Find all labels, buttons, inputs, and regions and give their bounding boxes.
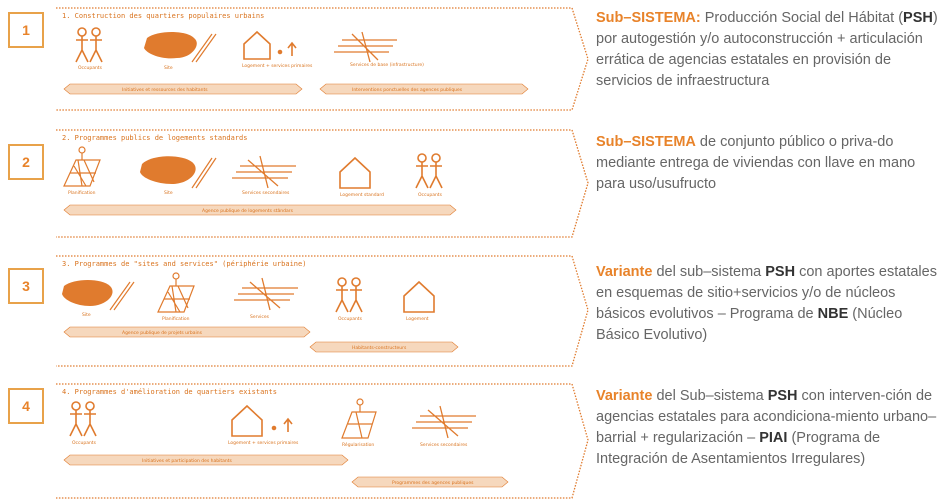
services-icon <box>412 405 476 439</box>
desc-text: con interven-ción de agencias estatales … <box>596 388 937 446</box>
figure-label: Occupants <box>72 440 97 446</box>
people-icon <box>69 401 97 437</box>
desc-bold: PSH <box>765 264 796 280</box>
figure-label: Services de base (infrastructure) <box>350 62 424 68</box>
figure-label: Planification <box>68 190 96 196</box>
figure-label: Régularisation <box>342 441 374 448</box>
panel-title: 2. Programmes publics de logements stand… <box>62 134 247 142</box>
row-number-badge: 3 <box>8 268 44 304</box>
site-icon <box>140 156 217 189</box>
row-description: Variante del Sub–sistema PSH con interve… <box>596 386 946 470</box>
desc-lead: Variante <box>596 264 653 280</box>
panel-title: 1. Construction des quartiers populaires… <box>62 12 264 20</box>
desc-text: ) por autogestión y/o autoconstrucción +… <box>596 10 938 89</box>
row-description: Sub–SISTEMA: Producción Social del Hábit… <box>596 8 946 92</box>
house-icon <box>403 280 435 313</box>
band-label: Habitants-constructeurs <box>352 345 407 351</box>
panel-title: 4. Programmes d'amélioration de quartier… <box>62 388 277 396</box>
panel-3-sketch: 3. Programmes de "sites and services" (p… <box>56 255 589 367</box>
people-icon <box>75 27 103 63</box>
services-icon <box>232 155 296 189</box>
house-icon <box>339 156 371 189</box>
band-arrows <box>63 454 509 488</box>
site-icon <box>144 32 217 63</box>
people-icon <box>335 277 363 313</box>
figure-label: Planification <box>162 316 190 322</box>
panel-4-sketch: 4. Programmes d'amélioration de quartier… <box>56 383 589 499</box>
regularization-icon <box>341 398 377 439</box>
band-label: Agence publique de logements stândars <box>202 207 294 214</box>
row-description: Variante del sub–sistema PSH con aportes… <box>596 262 946 346</box>
row-number-badge: 4 <box>8 388 44 424</box>
figure-label: Services <box>250 314 270 320</box>
band-arrows <box>63 204 457 216</box>
figure-label: Logement + services primaires <box>242 63 313 69</box>
planning-grid-icon <box>157 272 195 313</box>
figure-label: Logement standard <box>340 192 384 198</box>
desc-text: (Núcleo Básico Evolutivo) <box>596 306 903 343</box>
desc-lead: Sub–SISTEMA <box>596 134 696 150</box>
figure-label: Logement + services primaires <box>228 440 299 446</box>
figure-label: Occupants <box>338 316 363 322</box>
desc-lead: Variante <box>596 388 653 404</box>
chevron-frame <box>56 383 589 499</box>
desc-bold: NBE <box>817 306 849 322</box>
band-label: Programmes des agences publiques <box>392 480 474 486</box>
infrastructure-icon <box>334 31 397 63</box>
figure-label: Site <box>164 190 173 196</box>
desc-bold: PIAI <box>759 430 788 446</box>
panel-1-sketch: 1. Construction des quartiers populaires… <box>56 7 589 111</box>
row-number-badge: 2 <box>8 144 44 180</box>
desc-text: del sub–sistema <box>652 264 766 280</box>
band-label: Initiatives et ressources des habitants <box>122 87 208 93</box>
figure-label: Logement <box>406 316 429 322</box>
desc-bold: PSH <box>767 388 798 404</box>
band-label: Interventions ponctuelles des agences pu… <box>352 87 463 93</box>
row-number-badge: 1 <box>8 12 44 48</box>
services-icon <box>234 277 298 311</box>
band-arrows <box>63 326 459 353</box>
row-description: Sub–SISTEMA de conjunto público o priva-… <box>596 132 946 195</box>
panel-title: 3. Programmes de "sites and services" (p… <box>62 260 306 268</box>
desc-text: (Programa de Integración de Asentamiento… <box>596 430 881 467</box>
figure-label: Site <box>82 312 91 318</box>
house-icon <box>243 30 297 60</box>
band-label: Agence publique de projets urbains <box>122 330 203 336</box>
band-label: Initiatives et participation des habitan… <box>142 458 233 464</box>
chevron-frame <box>56 7 589 111</box>
desc-text: de conjunto público o priva-do mediante … <box>596 134 916 192</box>
desc-text: con aportes estatales en esquemas de sit… <box>596 264 937 322</box>
desc-text: del Sub–sistema <box>652 388 768 404</box>
desc-text: Producción Social del Hábitat ( <box>700 10 904 26</box>
figure-label: Occupants <box>78 65 103 71</box>
panel-2-sketch: 2. Programmes publics de logements stand… <box>56 129 589 238</box>
figure-label: Services secondaires <box>242 190 290 196</box>
figure-label: Occupants <box>418 192 443 198</box>
chevron-frame <box>56 129 589 238</box>
figure-label: Services secondaires <box>420 442 468 448</box>
house-icon <box>231 404 293 437</box>
figure-label: Site <box>164 65 173 71</box>
planning-grid-icon <box>63 146 101 187</box>
desc-bold: PSH <box>903 10 933 26</box>
band-arrows <box>63 83 529 95</box>
people-icon <box>415 153 443 189</box>
site-icon <box>62 280 135 311</box>
desc-lead: Sub–SISTEMA: <box>596 10 701 26</box>
